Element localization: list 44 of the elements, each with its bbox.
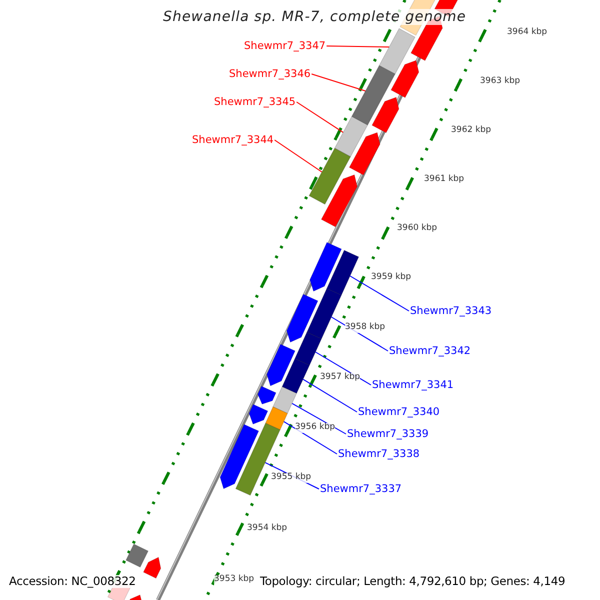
gene-block <box>334 116 368 158</box>
leader-line <box>311 74 366 92</box>
leader-line <box>302 378 358 412</box>
leader-line <box>274 140 322 172</box>
gene-block <box>265 406 288 430</box>
gene-label: Shewmr7_3340 <box>358 406 440 418</box>
scale-label: 3962 kbp <box>451 126 492 136</box>
gene-label: Shewmr7_3339 <box>347 428 429 440</box>
leader-line <box>296 102 344 133</box>
scale-label: 3963 kbp <box>480 77 520 87</box>
gene-block <box>294 332 322 366</box>
gene-block <box>306 288 342 340</box>
scale-label: 3953 kbp <box>214 575 254 585</box>
gene-label: Shewmr7_3337 <box>320 483 402 496</box>
scale-label: 3961 kbp <box>424 175 464 185</box>
gene-label: Shewmr7_3347 <box>244 40 326 52</box>
gene-label: Shewmr7_3343 <box>410 305 492 318</box>
gene-block <box>378 28 416 74</box>
leader-line <box>350 276 410 312</box>
scale-label: 3955 kbp <box>271 473 312 483</box>
gene-label: Shewmr7_3342 <box>389 345 471 358</box>
leader-line <box>326 46 390 48</box>
scale-label: 3957 kbp <box>320 373 360 383</box>
title: Shewanella sp. MR-7, complete genome <box>163 9 466 26</box>
accession-text: Accession: NC_008322 <box>9 575 136 588</box>
gene-label: Shewmr7_3346 <box>229 68 311 80</box>
scale-label: 3964 kbp <box>507 28 548 38</box>
scale-label: 3954 kbp <box>247 524 288 534</box>
gene-block <box>308 148 351 205</box>
gene-block <box>326 250 360 296</box>
gene-block <box>272 386 297 414</box>
scale-label: 3960 kbp <box>397 224 438 234</box>
gene-label: Shewmr7_3344 <box>192 134 274 146</box>
gene-block <box>282 358 310 394</box>
scale-label: 3958 kbp <box>345 323 386 333</box>
scale-label: 3959 kbp <box>371 273 412 283</box>
gene-label: Shewmr7_3341 <box>372 379 454 392</box>
gene-label: Shewmr7_3338 <box>338 448 420 460</box>
genome-info-text: Topology: circular; Length: 4,792,610 bp; Genes: 4,149 <box>260 575 566 588</box>
scale-label: 3956 kbp <box>295 423 336 433</box>
leader-line <box>292 402 346 434</box>
gene-block <box>351 65 396 126</box>
gene-label: Shewmr7_3345 <box>214 96 296 108</box>
leader-line <box>283 421 338 454</box>
